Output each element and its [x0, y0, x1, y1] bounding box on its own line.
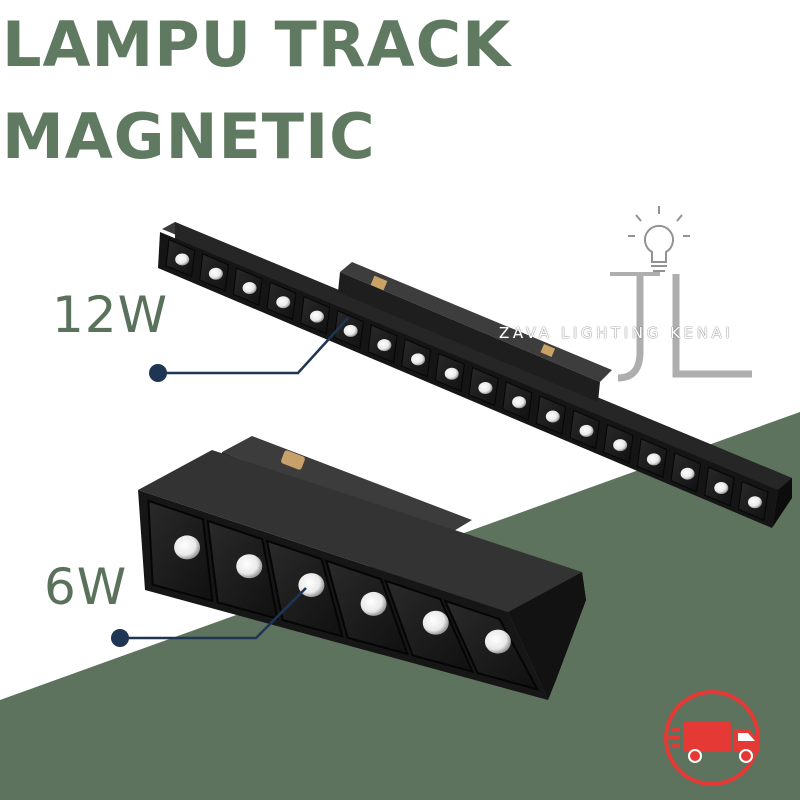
led-bulb	[298, 573, 325, 598]
pointer-dot-6w	[111, 629, 129, 647]
led-bulb	[175, 253, 190, 266]
led-bulb	[484, 629, 511, 654]
led-bulb	[422, 610, 449, 635]
led-bulb	[360, 591, 387, 616]
led-bulb	[174, 535, 201, 560]
watermark-brand-text: ZAVA LIGHTING KENAI	[499, 324, 734, 342]
led-bulb	[680, 467, 695, 480]
fixture-12w	[158, 222, 792, 528]
pointer-12w	[149, 317, 349, 382]
pointer-6w	[111, 587, 307, 647]
led-bulb	[747, 496, 762, 509]
led-bulb	[512, 396, 527, 409]
fixture-6w	[138, 436, 586, 700]
watermark-logo	[610, 206, 752, 382]
led-bulb	[276, 296, 291, 309]
delivery-truck-icon	[668, 722, 760, 763]
led-bulb	[411, 353, 426, 366]
led-bulb	[242, 282, 257, 295]
title-line-2: MAGNETIC	[2, 100, 376, 173]
pointer-dot-12w	[149, 364, 167, 382]
led-bulb	[208, 267, 223, 280]
led-bulb	[309, 310, 324, 323]
title-line-1: LAMPU TRACK	[2, 8, 512, 81]
wattage-label-12w: 12W	[52, 286, 169, 344]
led-bulb	[236, 554, 263, 579]
monogram-j	[617, 274, 644, 382]
led-bulb	[646, 453, 661, 466]
led-bulb	[579, 424, 594, 437]
led-bulb	[545, 410, 560, 423]
light-bulb-icon	[628, 206, 690, 272]
led-bulb	[343, 324, 358, 337]
wattage-label-6w: 6W	[44, 558, 128, 616]
monogram-l	[672, 274, 752, 378]
led-bulb	[714, 481, 729, 494]
led-bulb	[377, 339, 392, 352]
led-bulb	[613, 439, 628, 452]
delivery-badge	[664, 690, 760, 786]
led-bulb	[444, 367, 459, 380]
led-bulb	[478, 381, 493, 394]
